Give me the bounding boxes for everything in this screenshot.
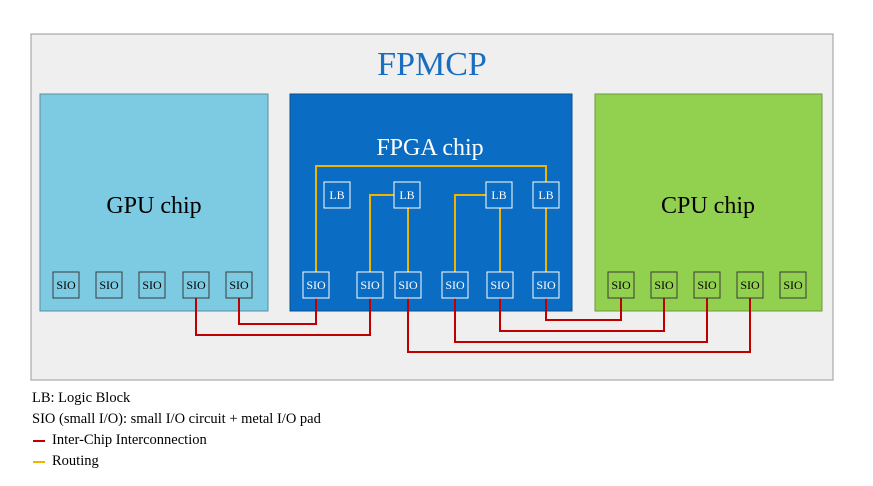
logic-block-label: LB <box>538 188 553 202</box>
interconnect-swatch <box>33 439 45 442</box>
logic-block <box>393 181 421 209</box>
legend-sio-definition: SIO (small I/O): small I/O circuit + met… <box>32 409 321 430</box>
cpu-sio <box>650 271 678 299</box>
interconnect-lines <box>195 298 751 353</box>
fpga-sio <box>532 271 560 299</box>
legend: LB: Logic Block SIO (small I/O): small I… <box>32 388 321 472</box>
package-title: FPMCP <box>377 46 487 83</box>
interconnect-line <box>407 298 751 353</box>
fpga-sio-label: SIO <box>490 278 510 292</box>
gpu-sio-label: SIO <box>229 278 249 292</box>
legend-lb-text: LB: Logic Block <box>32 390 131 406</box>
fpga-sio <box>486 271 514 299</box>
fpga-sio <box>394 271 422 299</box>
logic-block-label: LB <box>329 188 344 202</box>
fpmcp-diagram: FPMCP GPU chip FPGA chip CPU chip LB LB … <box>30 33 834 381</box>
interconnect-line <box>454 298 708 343</box>
cpu-sio <box>736 271 764 299</box>
gpu-sio-row: SIO SIO SIO SIO SIO <box>52 271 253 299</box>
cpu-sio-label: SIO <box>783 278 803 292</box>
fpga-sio <box>441 271 469 299</box>
cpu-sio-label: SIO <box>654 278 674 292</box>
legend-interconnect-label: Inter-Chip Interconnection <box>52 432 207 448</box>
cpu-sio-label: SIO <box>740 278 760 292</box>
routing-swatch <box>33 460 45 463</box>
logic-block-label: LB <box>399 188 414 202</box>
interconnect-line <box>499 298 665 332</box>
logic-block <box>485 181 513 209</box>
fpga-sio-row: SIO SIO SIO SIO SIO SIO <box>302 271 560 299</box>
routing-line <box>454 194 486 272</box>
routing-line <box>369 194 394 272</box>
legend-interconnect: Inter-Chip Interconnection <box>32 430 321 451</box>
cpu-sio <box>693 271 721 299</box>
cpu-chip-label: CPU chip <box>661 193 755 219</box>
gpu-sio <box>95 271 123 299</box>
gpu-sio <box>52 271 80 299</box>
cpu-sio-label: SIO <box>611 278 631 292</box>
gpu-sio <box>182 271 210 299</box>
legend-routing: Routing <box>32 451 321 472</box>
gpu-sio-label: SIO <box>99 278 119 292</box>
gpu-sio <box>138 271 166 299</box>
gpu-chip-label: GPU chip <box>106 193 201 219</box>
routing-line <box>315 165 547 272</box>
fpga-sio-label: SIO <box>360 278 380 292</box>
fpga-chip-label: FPGA chip <box>376 135 483 161</box>
interconnect-line <box>545 298 622 321</box>
legend-routing-label: Routing <box>52 453 99 469</box>
interconnect-line <box>238 298 317 325</box>
fpga-sio <box>356 271 384 299</box>
routing-lines <box>315 165 547 272</box>
gpu-sio-label: SIO <box>142 278 162 292</box>
legend-lb-definition: LB: Logic Block <box>32 388 321 409</box>
legend-sio-text: SIO (small I/O): small I/O circuit + met… <box>32 411 321 427</box>
cpu-sio <box>607 271 635 299</box>
cpu-sio <box>779 271 807 299</box>
interconnect-line <box>195 298 371 336</box>
gpu-sio-label: SIO <box>186 278 206 292</box>
logic-block-label: LB <box>491 188 506 202</box>
fpga-sio-label: SIO <box>536 278 556 292</box>
fpga-sio-label: SIO <box>306 278 326 292</box>
fpga-logic-blocks: LB LB LB LB <box>323 181 560 209</box>
fpga-sio <box>302 271 330 299</box>
gpu-sio-label: SIO <box>56 278 76 292</box>
cpu-sio-label: SIO <box>697 278 717 292</box>
fpga-sio-label: SIO <box>398 278 418 292</box>
cpu-sio-row: SIO SIO SIO SIO SIO <box>607 271 807 299</box>
gpu-sio <box>225 271 253 299</box>
logic-block <box>532 181 560 209</box>
logic-block <box>323 181 351 209</box>
fpga-sio-label: SIO <box>445 278 465 292</box>
